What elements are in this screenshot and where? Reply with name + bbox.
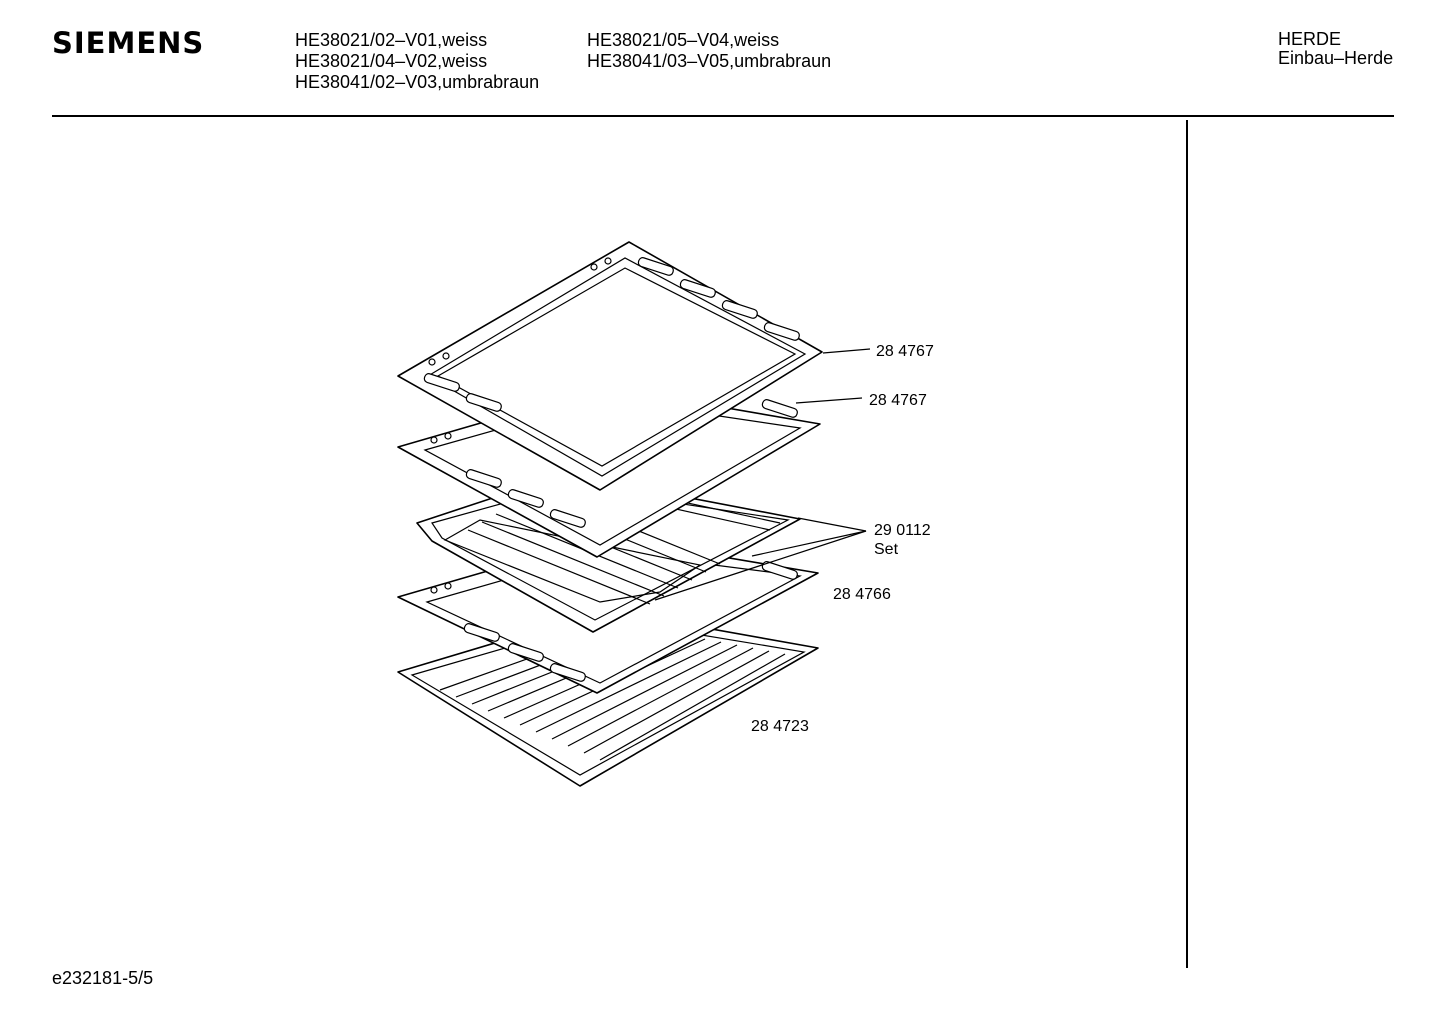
part-number-label: 28 4723	[751, 718, 809, 735]
model-line: HE38021/02–V01,weiss	[295, 30, 488, 50]
category: HERDE	[1278, 29, 1342, 49]
model-list-1: HE38021/02–V01,weiss HE38021/04–V02,weis…	[295, 30, 539, 93]
model-line: HE38041/02–V03,umbrabraun	[295, 72, 540, 92]
part-number-label: 28 4767	[876, 343, 934, 360]
subcategory: Einbau–Herde	[1278, 48, 1394, 68]
category-block: HERDE Einbau–Herde	[1278, 30, 1393, 68]
part-note-label: Set	[874, 541, 899, 558]
model-line: HE38041/03–V05,umbrabraun	[587, 51, 832, 71]
header-divider	[52, 115, 1394, 117]
part-number-label: 28 4767	[869, 392, 927, 409]
part-number-label: 28 4766	[833, 586, 891, 603]
model-line: HE38021/05–V04,weiss	[587, 30, 780, 50]
leader-lines	[654, 348, 871, 601]
model-line: HE38021/04–V02,weiss	[295, 51, 488, 71]
document-code: e232181-5/5	[52, 968, 154, 988]
brand-logo: SIEMENS	[52, 26, 205, 60]
side-divider	[1186, 120, 1188, 968]
top-baking-tray-part[interactable]	[397, 241, 823, 491]
part-number-label: 29 0112	[874, 522, 931, 539]
model-list-2: HE38021/05–V04,weiss HE38041/03–V05,umbr…	[587, 30, 831, 72]
